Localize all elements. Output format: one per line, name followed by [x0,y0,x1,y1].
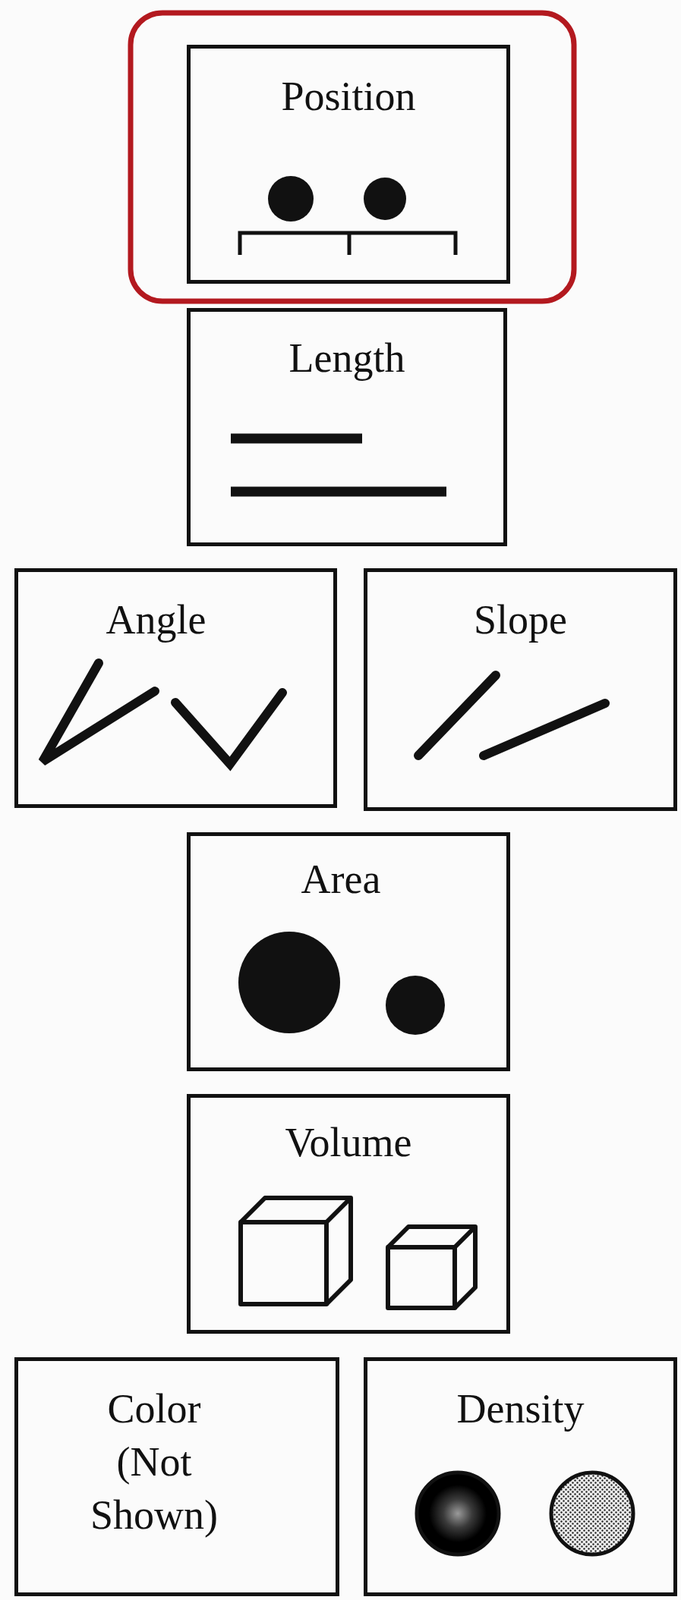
channel-box: Position [186,44,511,284]
slope-figure [418,675,606,757]
position-figure [239,176,456,256]
channel-box: Volume [186,1094,511,1335]
density-figure [416,1473,634,1556]
channel-box: Length [186,308,508,547]
channel-label: Slope [372,593,669,647]
area-figure [238,932,445,1036]
angle-figure [42,663,283,765]
channel-box: Color (Not Shown) [14,1358,340,1598]
channel-box: Angle [14,568,338,809]
channel-label: Angle [4,593,309,647]
channel-box: Area [186,832,511,1072]
channel-box: Density [363,1358,678,1598]
channel-label: Length [195,331,499,385]
channel-box: Slope [363,568,678,812]
channel-label: Color (Not Shown) [76,1383,233,1544]
channel-label: Density [372,1383,669,1437]
channel-label: Position [196,69,501,123]
highlight-outline [130,12,574,302]
channel-label: Volume [196,1116,501,1170]
volume-figure [240,1198,476,1309]
channel-label: Area [189,853,493,907]
length-figure [230,438,447,492]
